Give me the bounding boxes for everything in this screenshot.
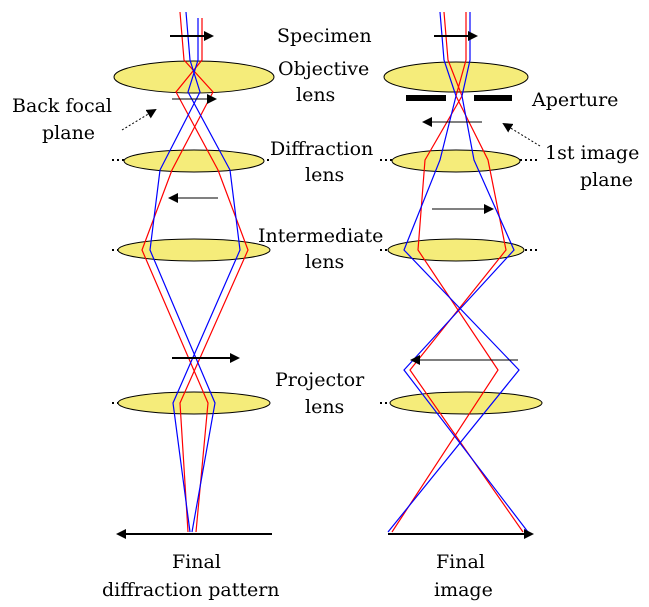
aperture-label: Aperture xyxy=(531,89,618,111)
ray-red xyxy=(175,18,249,533)
objective-lens xyxy=(383,61,529,93)
diffraction-lens xyxy=(123,149,265,173)
objective-label: Objective xyxy=(278,58,369,80)
first-image-pointer xyxy=(502,122,541,147)
intermediate-lens-label: lens xyxy=(305,251,344,273)
diffraction-lens xyxy=(391,149,521,173)
intermediate-lens xyxy=(117,238,271,262)
back-focal-pointer xyxy=(121,108,157,131)
final-image-label: image xyxy=(434,579,493,601)
objective-aperture xyxy=(474,95,512,101)
projector-lens-label: Projector xyxy=(275,369,365,391)
final-image-label: Final xyxy=(436,551,485,573)
final-diffraction-label: Final xyxy=(172,551,221,573)
ray-blue xyxy=(387,11,520,533)
objective-aperture xyxy=(406,95,446,101)
intermediate-lens xyxy=(387,238,525,262)
back-focal-plane-label: Back focal xyxy=(12,95,112,117)
first-image-plane-label: plane xyxy=(580,169,633,191)
specimen-label: Specimen xyxy=(277,25,372,47)
objective-lens xyxy=(113,60,275,94)
ray-red xyxy=(409,12,524,533)
intermediate-lens-label: Intermediate xyxy=(258,225,383,247)
ray-blue xyxy=(149,11,216,533)
ray-red xyxy=(391,11,499,533)
ray-blue xyxy=(403,12,529,533)
ray-red xyxy=(141,11,214,533)
diffraction-lens-label: lens xyxy=(305,164,344,186)
projector-lens xyxy=(117,391,271,415)
diffraction-mode-column xyxy=(112,11,275,539)
projector-lens-label: lens xyxy=(305,396,344,418)
ray-blue xyxy=(172,18,241,533)
first-image-plane-label: 1st image xyxy=(545,142,639,164)
diffraction-lens-label: Diffraction xyxy=(270,138,373,160)
final-diffraction-label: diffraction pattern xyxy=(102,579,280,601)
projector-lens xyxy=(389,391,543,415)
back-focal-plane-label: plane xyxy=(42,122,95,144)
objective-label: lens xyxy=(296,84,335,106)
image-mode-column xyxy=(380,11,543,539)
